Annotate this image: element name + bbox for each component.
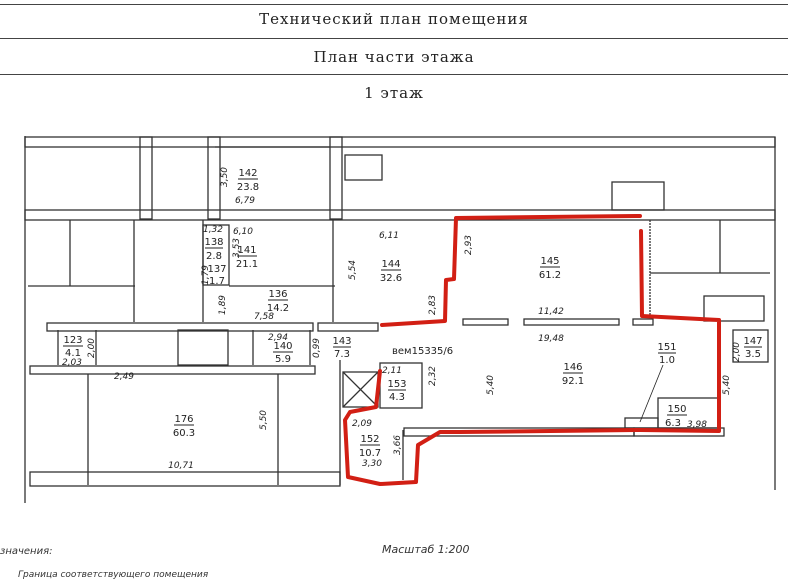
svg-text:6.3: 6.3 bbox=[665, 418, 681, 429]
svg-text:146: 146 bbox=[563, 362, 582, 373]
room-145: 145 61.2 bbox=[539, 256, 561, 281]
svg-text:2,00: 2,00 bbox=[87, 338, 97, 358]
svg-text:2,09: 2,09 bbox=[352, 419, 372, 429]
svg-text:92.1: 92.1 bbox=[562, 376, 584, 387]
svg-text:6,10: 6,10 bbox=[233, 227, 253, 237]
svg-text:1,79: 1,79 bbox=[201, 265, 211, 285]
svg-text:2,11: 2,11 bbox=[382, 366, 402, 376]
svg-text:19,48: 19,48 bbox=[538, 334, 564, 344]
svg-text:14.2: 14.2 bbox=[267, 303, 289, 314]
svg-text:2,83: 2,83 bbox=[428, 295, 438, 315]
svg-text:2,49: 2,49 bbox=[114, 372, 134, 382]
svg-text:21.1: 21.1 bbox=[236, 259, 258, 270]
room-141: 141 21.1 bbox=[236, 245, 258, 270]
svg-text:123: 123 bbox=[63, 335, 82, 346]
svg-text:6,11: 6,11 bbox=[379, 231, 399, 241]
legend-title: значения: bbox=[0, 546, 53, 557]
room-136: 136 14.2 bbox=[267, 289, 289, 314]
svg-text:6,79: 6,79 bbox=[235, 196, 255, 206]
room-176: 176 60.3 bbox=[173, 414, 195, 439]
svg-text:3.5: 3.5 bbox=[745, 349, 761, 360]
floor-label: 1 этаж bbox=[364, 84, 424, 102]
svg-text:5,40: 5,40 bbox=[486, 375, 496, 395]
svg-text:23.8: 23.8 bbox=[237, 182, 259, 193]
room-144: 144 32.6 bbox=[380, 259, 402, 284]
svg-text:141: 141 bbox=[237, 245, 256, 256]
legend-item: Граница соответствующего помещения bbox=[18, 570, 209, 580]
svg-text:4.1: 4.1 bbox=[65, 348, 81, 359]
scale-label: Масштаб 1:200 bbox=[382, 543, 470, 556]
svg-text:2,00: 2,00 bbox=[732, 342, 742, 362]
svg-text:1.7: 1.7 bbox=[209, 276, 225, 287]
svg-text:140: 140 bbox=[273, 341, 292, 352]
dimension-labels: 3,50 6,79 6,10 1,32 3,53 1,79 1,89 7,58 … bbox=[62, 167, 742, 471]
svg-text:144: 144 bbox=[381, 259, 400, 270]
svg-text:2,93: 2,93 bbox=[464, 235, 474, 255]
svg-text:10,71: 10,71 bbox=[168, 461, 194, 471]
svg-text:137: 137 bbox=[207, 264, 226, 275]
header-rule-top bbox=[0, 4, 788, 5]
room-boundary bbox=[380, 214, 642, 327]
svg-text:142: 142 bbox=[238, 168, 257, 179]
room-boundary-right bbox=[343, 229, 721, 486]
room-146: 146 92.1 bbox=[562, 362, 584, 387]
room-152: 152 10.7 bbox=[359, 434, 381, 459]
svg-text:60.3: 60.3 bbox=[173, 428, 195, 439]
svg-text:32.6: 32.6 bbox=[380, 273, 402, 284]
svg-text:138: 138 bbox=[204, 237, 223, 248]
svg-text:0,99: 0,99 bbox=[312, 338, 322, 358]
svg-text:7,58: 7,58 bbox=[254, 312, 274, 322]
room-142: 142 23.8 bbox=[237, 168, 259, 193]
svg-text:7.3: 7.3 bbox=[334, 349, 350, 360]
svg-text:150: 150 bbox=[667, 404, 686, 415]
svg-text:153: 153 bbox=[387, 379, 406, 390]
svg-text:5,40: 5,40 bbox=[722, 375, 732, 395]
svg-text:3,66: 3,66 bbox=[393, 435, 403, 455]
svg-text:1,32: 1,32 bbox=[203, 225, 223, 235]
cadastral-label: вем15335/6 bbox=[392, 346, 453, 357]
svg-text:2,03: 2,03 bbox=[62, 358, 82, 368]
header-rule-2 bbox=[0, 74, 788, 75]
svg-text:176: 176 bbox=[174, 414, 193, 425]
svg-text:2,94: 2,94 bbox=[268, 333, 288, 343]
svg-text:61.2: 61.2 bbox=[539, 270, 561, 281]
svg-text:10.7: 10.7 bbox=[359, 448, 381, 459]
svg-text:2.8: 2.8 bbox=[206, 251, 222, 262]
svg-text:3,53: 3,53 bbox=[232, 238, 242, 258]
svg-text:152: 152 bbox=[360, 434, 379, 445]
svg-text:136: 136 bbox=[268, 289, 287, 300]
svg-text:11,42: 11,42 bbox=[538, 307, 564, 317]
svg-text:3,30: 3,30 bbox=[362, 459, 382, 469]
svg-text:1.0: 1.0 bbox=[659, 355, 675, 366]
svg-text:147: 147 bbox=[743, 336, 762, 347]
walls bbox=[24, 136, 776, 503]
svg-text:3,98: 3,98 bbox=[687, 420, 707, 430]
svg-text:5.9: 5.9 bbox=[275, 354, 291, 365]
svg-text:145: 145 bbox=[540, 256, 559, 267]
svg-text:5,50: 5,50 bbox=[259, 410, 269, 430]
svg-text:143: 143 bbox=[332, 336, 351, 347]
svg-text:3,50: 3,50 bbox=[220, 167, 230, 187]
svg-text:151: 151 bbox=[657, 342, 676, 353]
svg-text:1,89: 1,89 bbox=[218, 295, 228, 315]
svg-text:4.3: 4.3 bbox=[389, 392, 405, 403]
plan-subtitle: План части этажа bbox=[313, 48, 475, 66]
document-title: Технический план помещения bbox=[259, 10, 529, 28]
svg-text:2,32: 2,32 bbox=[428, 366, 438, 386]
svg-text:5,54: 5,54 bbox=[348, 260, 358, 280]
header-rule-1 bbox=[0, 38, 788, 39]
